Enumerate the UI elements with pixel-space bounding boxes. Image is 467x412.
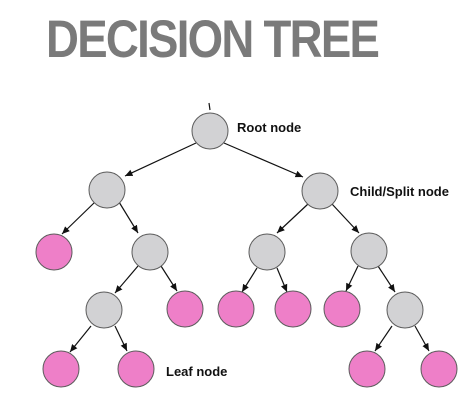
- split-node-l1: [88, 171, 126, 209]
- edge-root-right: [223, 142, 304, 178]
- leaf-node: [117, 350, 155, 388]
- edge-r1-rr2: [331, 203, 360, 234]
- split-node-l3: [85, 291, 123, 329]
- edge-root-left: [124, 142, 197, 177]
- root-node: [191, 112, 229, 150]
- tree-edges: [61, 142, 430, 353]
- leaf-node: [166, 290, 204, 328]
- edge-l1-leaf: [61, 201, 96, 235]
- edge-rr2-leaf: [345, 265, 359, 292]
- leaf-node: [420, 350, 458, 388]
- root-entry-stub: [208, 102, 211, 111]
- edge-l3-leaf-a: [69, 325, 92, 353]
- split-node-rr2: [350, 232, 388, 270]
- edge-rl2-leaf-a: [241, 267, 258, 293]
- split-node-l2: [131, 233, 169, 271]
- edge-rr2-r3: [377, 265, 396, 293]
- edge-r3-leaf-b: [414, 325, 430, 352]
- edge-l3-leaf-b: [114, 325, 128, 352]
- root-node-label: Root node: [237, 120, 301, 135]
- decision-nodes: [85, 112, 424, 329]
- split-node-r3: [386, 291, 424, 329]
- edge-l2-l3: [114, 265, 139, 294]
- leaf-node: [217, 290, 255, 328]
- edge-l2-leaf: [160, 265, 178, 292]
- leaf-nodes: [35, 233, 458, 388]
- slide-title: DECISION TREE: [46, 10, 380, 69]
- split-node-rl2: [248, 233, 286, 271]
- split-node-label: Child/Split node: [350, 184, 449, 199]
- split-node-r1: [301, 172, 339, 210]
- leaf-node: [35, 233, 73, 271]
- edge-r3-leaf-a: [374, 325, 393, 352]
- leaf-node: [348, 350, 386, 388]
- leaf-node-label: Leaf node: [166, 364, 227, 379]
- leaf-node: [274, 290, 312, 328]
- leaf-node: [323, 290, 361, 328]
- edge-l1-l2: [118, 201, 139, 234]
- edge-r1-rl2: [276, 203, 309, 234]
- edge-rl2-leaf-b: [276, 267, 288, 293]
- leaf-node: [42, 350, 80, 388]
